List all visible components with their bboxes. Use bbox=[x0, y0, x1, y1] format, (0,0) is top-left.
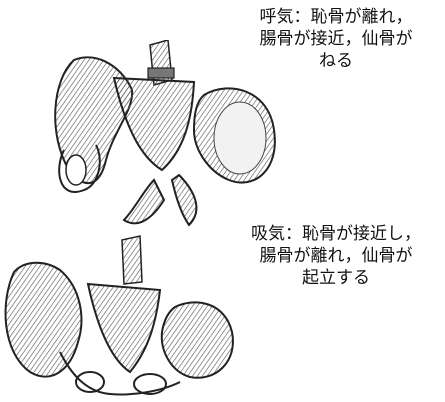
exhalation-line-2: 腸骨が接近，仙骨が bbox=[229, 28, 443, 50]
pelvis-inhalation-illustration bbox=[0, 232, 240, 400]
exhalation-line-1: 呼気：恥骨が離れ， bbox=[229, 6, 443, 28]
inhalation-line-3: 起立する bbox=[229, 267, 443, 289]
inhalation-line-2: 腸骨が離れ，仙骨が bbox=[229, 245, 443, 267]
exhalation-caption: 呼気：恥骨が離れ， 腸骨が接近，仙骨が ねる bbox=[229, 6, 443, 72]
inhalation-line-1: 吸気：恥骨が接近し， bbox=[229, 223, 443, 245]
exhalation-line-3: ねる bbox=[229, 50, 443, 72]
inhalation-caption: 吸気：恥骨が接近し， 腸骨が離れ，仙骨が 起立する bbox=[229, 223, 443, 289]
